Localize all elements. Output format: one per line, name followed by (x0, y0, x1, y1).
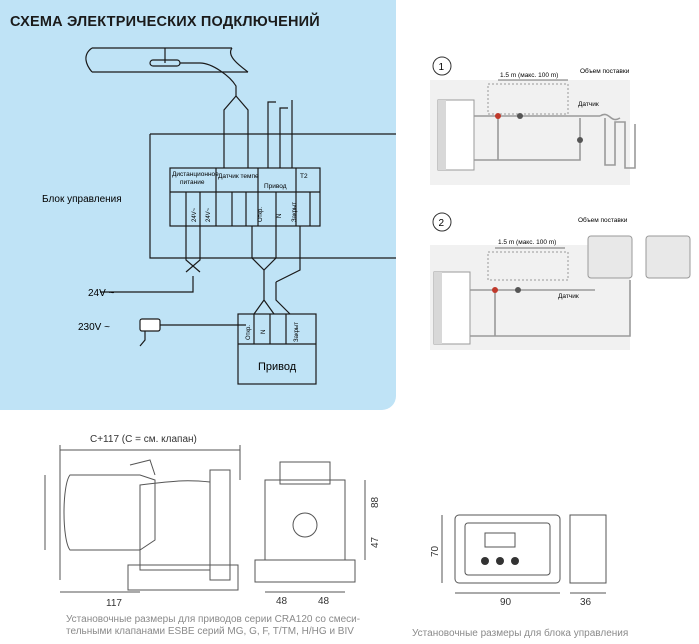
scheme-2: 2 1.5 m (макс. 100 m) Объем поставки Дат… (430, 212, 691, 350)
dim-124: 124 (40, 498, 41, 515)
dim-36: 36 (580, 597, 592, 608)
dim-70: 70 (430, 545, 441, 557)
unit-right-button (511, 557, 519, 565)
dim-88: 88 (370, 496, 381, 508)
term-open: Откр. (258, 207, 264, 222)
drive-dimension-drawing: C+117 (C = см. клапан) 124 117 88 47 48 … (40, 434, 381, 609)
term-sensor: Датчик темпе (218, 173, 259, 180)
unit-left-button (481, 557, 489, 565)
term-remote-2: питание (180, 179, 205, 186)
drive-caption-line-1: Установочные размеры для приводов серии … (66, 614, 361, 625)
drive-label: Привод (258, 361, 297, 373)
term-24-a: 24V~ (192, 207, 198, 222)
wiring-panel (0, 0, 396, 410)
scheme-1-sensor: Датчик (578, 101, 599, 108)
drive-n: N (261, 330, 267, 334)
scheme-1-number: 1 (439, 62, 445, 73)
scheme-2-supply: Объем поставки (578, 216, 628, 224)
dim-117: 117 (106, 598, 122, 609)
dim-47: 47 (370, 536, 381, 548)
plug-icon (139, 318, 161, 347)
scheme-1: 1 1.5 m (макс. 100 m) Объем поставки Дат… (430, 56, 636, 185)
unit-ok-button (496, 557, 504, 565)
drive-close: Закрыт (294, 322, 300, 342)
v230-label: 230V ~ (78, 322, 110, 333)
wiring-diagram: Дистанционное питание Датчик темпе T2 Пр… (42, 47, 396, 385)
drive-caption: Установочные размеры для приводов серии … (66, 614, 396, 638)
unit-dimension-drawing: 70 90 36 (430, 514, 607, 608)
dim-48-a: 48 (276, 596, 288, 607)
scheme-1-supply: Объем поставки (580, 67, 630, 75)
scheme-2-distance: 1.5 m (макс. 100 m) (498, 239, 556, 246)
dim-top: C+117 (C = см. клапан) (90, 434, 197, 445)
term-t2: T2 (300, 173, 308, 180)
v24-label: 24V ~ (88, 288, 115, 299)
dim-48-b: 48 (318, 596, 330, 607)
drive-caption-line-2: тельными клапанами ESBE серий MG, G, F, … (66, 626, 354, 637)
term-24-b: 24V~ (206, 207, 212, 222)
block-label: Блок управления (42, 194, 122, 205)
term-drive: Привод (264, 183, 287, 190)
scheme-2-number: 2 (439, 218, 445, 229)
page-title: СХЕМА ЭЛЕКТРИЧЕСКИХ ПОДКЛЮЧЕНИЙ (10, 14, 320, 30)
unit-caption: Установочные размеры для блока управлени… (412, 628, 629, 639)
drive-open: Откр. (246, 325, 252, 340)
term-close: Закрыт (292, 202, 298, 222)
scheme-diagrams: 1 1.5 m (макс. 100 m) Объем поставки Дат… (430, 56, 691, 350)
term-n: N (277, 214, 283, 218)
scheme-2-sensor: Датчик (558, 293, 579, 300)
term-remote-1: Дистанционное (172, 171, 219, 178)
scheme-1-distance: 1.5 m (макс. 100 m) (500, 72, 558, 79)
dim-90: 90 (500, 597, 512, 608)
